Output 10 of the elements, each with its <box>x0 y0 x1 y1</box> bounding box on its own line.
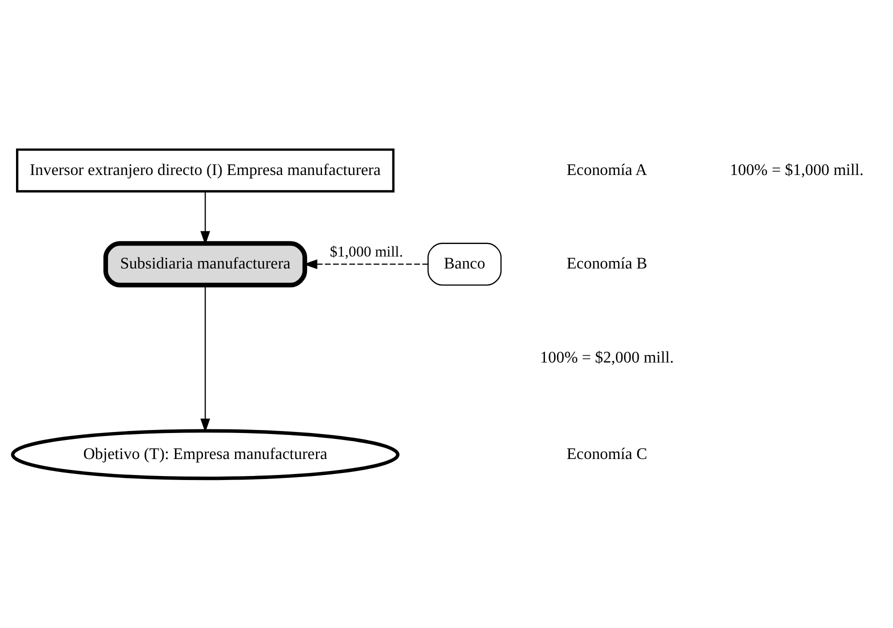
label: Economía A <box>566 160 648 179</box>
node-box: Subsidiaria manufacturera <box>103 241 308 288</box>
label: Economía B <box>566 254 648 273</box>
label: Economía C <box>566 444 648 463</box>
node-box: Inversor extranjero directo (I) Empresa manufacturera <box>16 148 395 192</box>
label: 100% = $1,000 mill. <box>730 160 864 179</box>
node-ellipse: Objetivo (T): Empresa manufacturera <box>11 429 400 480</box>
edge-label: $1,000 mill. <box>330 244 403 261</box>
node-box: Banco <box>428 242 502 286</box>
label: 100% = $2,000 mill. <box>540 348 674 366</box>
